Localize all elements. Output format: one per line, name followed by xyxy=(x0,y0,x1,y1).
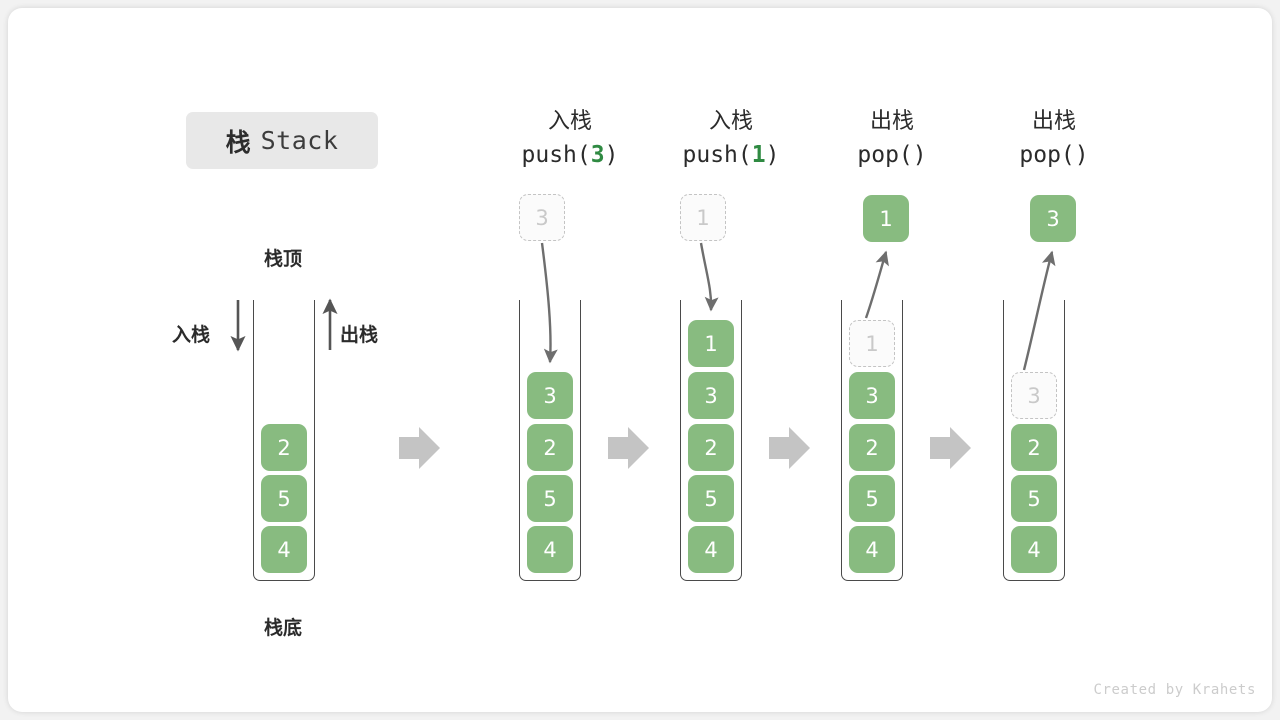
column-header-code-pop-3: pop() xyxy=(954,138,1154,172)
code-suffix: ) xyxy=(912,142,927,168)
column-header-pop-3: 出栈 pop() xyxy=(954,104,1154,172)
column-header-cn-push-1: 入栈 xyxy=(708,108,753,133)
column-header-push-3: 入栈 push(3) xyxy=(470,104,670,172)
stack-cell: 3 xyxy=(688,372,734,419)
stack-tube-push-1 xyxy=(680,300,742,581)
stack-tube-push-3 xyxy=(519,300,581,581)
stack-cell: 5 xyxy=(527,475,573,522)
column-header-code-push-3: push(3) xyxy=(470,138,670,172)
column-header-pop-1: 出栈 pop() xyxy=(792,104,992,172)
code-prefix: pop( xyxy=(857,142,913,168)
popped-cell-3: 3 xyxy=(1030,195,1076,242)
stack-tube-pop-1 xyxy=(841,300,903,581)
code-suffix: ) xyxy=(765,142,780,168)
ghost-cell-pop-3: 3 xyxy=(1011,372,1057,419)
column-header-cn-pop-1: 出栈 xyxy=(869,108,914,133)
ghost-cell-push-3: 3 xyxy=(519,194,565,241)
stack-cell: 3 xyxy=(849,372,895,419)
watermark: Created by Krahets xyxy=(1093,682,1256,698)
popped-cell-1: 1 xyxy=(863,195,909,242)
stack-bottom-label: 栈底 xyxy=(263,618,302,639)
column-header-cn-pop-3: 出栈 xyxy=(1031,108,1076,133)
code-arg: 1 xyxy=(751,142,766,168)
pop-side-label: 出栈 xyxy=(340,325,379,346)
stack-top-label: 栈顶 xyxy=(263,249,302,270)
stack-cell: 4 xyxy=(849,526,895,573)
ghost-cell-push-1: 1 xyxy=(680,194,726,241)
stack-cell: 3 xyxy=(527,372,573,419)
stack-cell: 4 xyxy=(527,526,573,573)
stack-cell: 2 xyxy=(849,424,895,471)
title-cn: 栈 xyxy=(225,128,251,157)
stack-cell: 2 xyxy=(1011,424,1057,471)
stack-cell: 2 xyxy=(688,424,734,471)
stack-cell: 5 xyxy=(261,475,307,522)
code-suffix: ) xyxy=(604,142,619,168)
stack-cell: 4 xyxy=(261,526,307,573)
stack-cell: 1 xyxy=(688,320,734,367)
title-en: Stack xyxy=(260,126,339,155)
code-prefix: push( xyxy=(682,142,752,168)
stack-cell: 4 xyxy=(1011,526,1057,573)
stack-cell: 5 xyxy=(1011,475,1057,522)
stack-tube-pop-3 xyxy=(1003,300,1065,581)
column-header-code-push-1: push(1) xyxy=(631,138,831,172)
stack-cell: 4 xyxy=(688,526,734,573)
title-badge: 栈 Stack xyxy=(186,112,378,169)
stack-cell: 5 xyxy=(688,475,734,522)
stack-tube-initial xyxy=(253,300,315,581)
stack-cell: 2 xyxy=(527,424,573,471)
column-header-code-pop-1: pop() xyxy=(792,138,992,172)
stack-cell: 2 xyxy=(261,424,307,471)
column-header-push-1: 入栈 push(1) xyxy=(631,104,831,172)
ghost-cell-pop-1: 1 xyxy=(849,320,895,367)
push-side-label: 入栈 xyxy=(172,325,211,346)
column-header-cn-push-3: 入栈 xyxy=(547,108,592,133)
code-arg: 3 xyxy=(590,142,605,168)
stack-cell: 5 xyxy=(849,475,895,522)
code-prefix: push( xyxy=(521,142,591,168)
code-suffix: ) xyxy=(1074,142,1089,168)
code-prefix: pop( xyxy=(1019,142,1075,168)
